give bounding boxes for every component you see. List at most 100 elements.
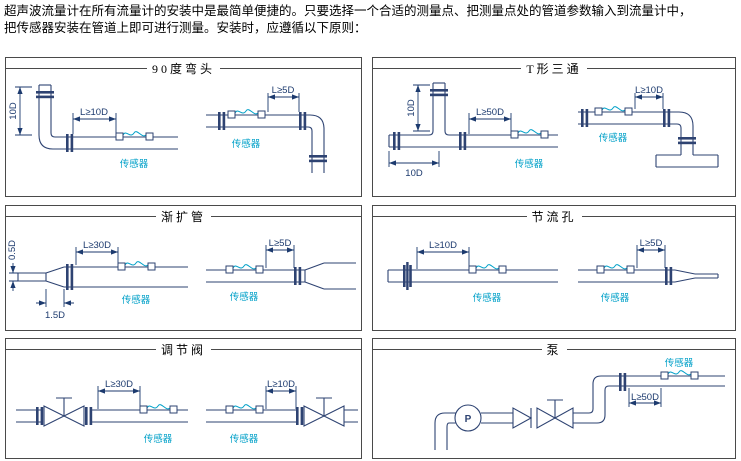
header-rule-right <box>211 349 362 350</box>
panel-elbow-header: 90度弯头 <box>6 60 362 77</box>
pump-inlet-outer <box>434 412 456 450</box>
dimension-label: L≥50D <box>476 107 504 118</box>
dimension-label: L≥5D <box>269 238 292 249</box>
intro-text: 超声波流量计在所有流量计的安装中是最简单便捷的。只要选择一个合适的测量点、把测量… <box>4 3 738 37</box>
expander-cone <box>304 262 325 290</box>
sensor-pair <box>660 370 699 380</box>
panel-expander: 渐扩管 0.5D 1.5D <box>5 205 362 331</box>
dimension-downstream: L≥10D <box>265 379 297 409</box>
intro-line-2: 把传感器安装在管道上即可进行测量。安装时，应遵循以下原则： <box>4 21 367 35</box>
panel-pump: 泵 P <box>372 338 736 459</box>
dimension-upstream: L≥30D <box>97 379 141 409</box>
sensor-pair <box>117 261 156 271</box>
pump-diagram: P L≥50D <box>434 358 725 450</box>
pump-letter: P <box>465 414 472 425</box>
dimension-branch: 10D <box>406 84 430 132</box>
tee-upstream-drawing: 10D 10D L≥50D 传感器 <box>388 82 558 179</box>
header-rule-right <box>586 68 735 69</box>
dimension-label: 0.5D <box>7 240 18 260</box>
sensor-label: 传感器 <box>601 292 630 304</box>
dimension-riser: 10D <box>8 86 32 136</box>
expander-diagram: 0.5D 1.5D L≥30D 传感器 <box>7 238 356 321</box>
panel-orifice-header: 节流孔 <box>373 208 736 225</box>
dimension-upstream: L≥50D <box>468 107 512 134</box>
orifice-plate <box>403 262 412 290</box>
sensor-label: 传感器 <box>515 158 544 170</box>
expander-cone <box>45 266 65 288</box>
header-rule-right <box>581 216 736 217</box>
intro-line-1: 超声波流量计在所有流量计的安装中是最简单便捷的。只要选择一个合适的测量点、把测量… <box>4 4 692 18</box>
sensor-pair <box>227 109 266 119</box>
panel-pump-header: 泵 <box>373 341 736 358</box>
check-valve <box>512 407 533 429</box>
sensor-label: 传感器 <box>232 138 261 150</box>
sensor-label: 传感器 <box>230 433 259 445</box>
riser-pipe-outer <box>573 375 725 414</box>
dimension-downstream: L≥5D <box>636 238 666 268</box>
pump-circle <box>454 404 482 432</box>
panel-expander-title: 渐扩管 <box>161 210 207 224</box>
header-rule-right <box>566 349 736 350</box>
panel-orifice: 节流孔 L≥10D 传感器 <box>372 205 736 331</box>
elbow-pipe-inner <box>578 123 682 155</box>
dimension-label: L≥10D <box>267 379 295 390</box>
flange <box>85 407 93 425</box>
sensor-label: 传感器 <box>122 294 151 306</box>
header-rule-left <box>373 216 527 217</box>
pump-inlet-inner <box>446 422 456 450</box>
control-valve <box>303 397 345 427</box>
dimension-label: L≥10D <box>429 240 457 251</box>
pump-drawing: P L≥50D <box>434 358 725 450</box>
large-pipe <box>324 262 356 290</box>
dimension-downstream: L≥5D <box>267 85 300 112</box>
dimension-run: 10D <box>388 151 440 179</box>
panel-elbow: 90度弯头 10D L≥10D <box>5 57 362 197</box>
dimension-downstream: L≥10D <box>634 85 664 109</box>
expander-downstream-drawing: L≥5D 传感器 <box>206 238 356 303</box>
header-rule-left <box>6 349 156 350</box>
elbow-pipe-outer <box>206 114 325 173</box>
header-rule-right <box>211 216 362 217</box>
flange <box>296 407 304 425</box>
header-rule-left <box>373 349 542 350</box>
dimension-label: L≥10D <box>80 107 108 118</box>
elbow-diagram: 10D L≥10D 传感器 L <box>8 84 327 173</box>
riser-pipe-inner <box>573 385 725 424</box>
dimension-label: 10D <box>406 99 417 117</box>
dimension-label: 1.5D <box>45 310 65 321</box>
tee-branch-right <box>444 83 450 136</box>
sensor-pair <box>596 264 635 274</box>
sensor-pair <box>225 404 264 414</box>
header-rule-left <box>6 216 156 217</box>
orifice-diagram: L≥10D 传感器 L≥5D 传感器 <box>387 238 719 304</box>
panel-tee-title: T形三通 <box>526 62 582 76</box>
panel-orifice-title: 节流孔 <box>531 210 577 224</box>
dimension-label: L≥50D <box>631 392 659 403</box>
reducer-nozzle <box>674 269 719 283</box>
panel-expander-header: 渐扩管 <box>6 208 362 225</box>
dimension-upstream: L≥10D <box>72 107 117 134</box>
dimension-label: L≥30D <box>105 379 133 390</box>
sensor-label: 传感器 <box>120 158 149 170</box>
dimension-downstream: L≥5D <box>265 238 295 268</box>
sensor-pair <box>139 404 178 414</box>
elbow-pipe-inner <box>50 85 178 138</box>
orifice-downstream-drawing: L≥5D 传感器 <box>578 238 719 304</box>
sensor-pair <box>115 131 154 141</box>
dimension-label: L≥5D <box>272 85 295 96</box>
sensor-pair <box>510 129 549 139</box>
panel-valve-header: 调节阀 <box>6 341 362 358</box>
dimension-upstream: L≥10D <box>416 240 470 269</box>
panel-tee: T形三通 10D 10D <box>372 57 736 197</box>
elbow-upstream-drawing: 10D L≥10D 传感器 <box>8 84 178 170</box>
dimension-upstream: L≥50D <box>628 388 662 407</box>
dimension-upstream: L≥30D <box>75 240 119 265</box>
pump-outlet-pipe <box>481 412 513 424</box>
elbow-pipe-outer <box>38 85 178 150</box>
sensor-pair <box>468 264 507 274</box>
dimension-label: 10D <box>8 102 19 120</box>
flange <box>70 264 74 290</box>
large-pipe <box>64 266 188 288</box>
sensor-label: 传感器 <box>599 132 628 144</box>
